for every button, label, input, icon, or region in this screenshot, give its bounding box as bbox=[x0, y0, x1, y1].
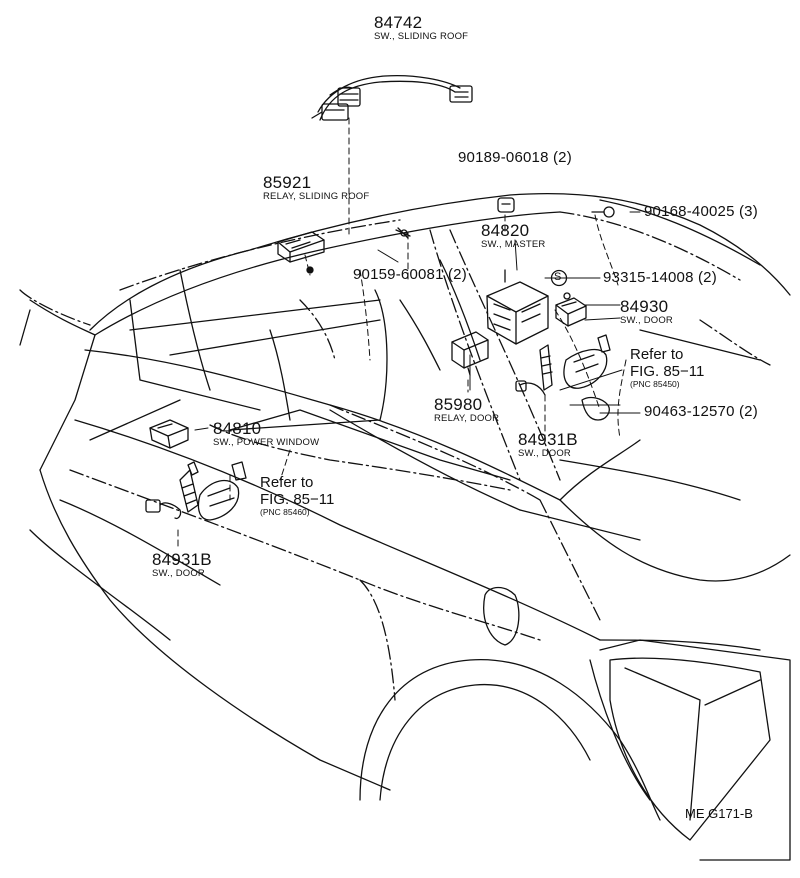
part-number: 84820 bbox=[481, 221, 530, 240]
reference-pnc: (PNC 85450) bbox=[630, 379, 680, 389]
part-number: 85921 bbox=[263, 173, 312, 192]
trim-dash-lines bbox=[19, 211, 771, 701]
part-description: SW., DOOR bbox=[518, 448, 571, 459]
figure-code: ME G171-B bbox=[685, 806, 753, 821]
callout-90189: 90189-06018 (2) bbox=[458, 150, 572, 165]
part-description: SW., DOOR bbox=[620, 315, 673, 326]
reference-line1: Refer to bbox=[260, 474, 314, 491]
reference-right: Refer to FIG. 85−11 (PNC 85450) bbox=[630, 346, 704, 389]
part-number: 84810 bbox=[213, 419, 262, 438]
door-relay bbox=[451, 331, 489, 376]
door-switch-left-assembly bbox=[145, 461, 247, 521]
s-mark: S bbox=[554, 272, 561, 283]
callout-90159: 90159-60081 (2) bbox=[353, 267, 467, 282]
car-body-lines bbox=[19, 192, 791, 861]
part-description: SW., MASTER bbox=[481, 239, 546, 250]
leader-lines bbox=[177, 117, 627, 549]
power-window-switch bbox=[149, 419, 189, 449]
part-number: 90463-12570 (2) bbox=[644, 403, 758, 420]
part-number: 90189-06018 (2) bbox=[458, 149, 572, 166]
callout-84810: 84810 SW., POWER WINDOW bbox=[213, 420, 319, 448]
callout-85980: 85980 RELAY, DOOR bbox=[434, 396, 499, 424]
part-number: 85980 bbox=[434, 395, 483, 414]
part-description: SW., DOOR bbox=[152, 568, 205, 579]
part-number: 84931B bbox=[152, 550, 212, 569]
callout-84820: 84820 SW., MASTER bbox=[481, 222, 545, 250]
reference-line2: FIG. 85−11 bbox=[260, 491, 335, 508]
reference-left: Refer to FIG. 85−11 (PNC 85460) bbox=[260, 474, 334, 517]
part-number: 93315-14008 (2) bbox=[603, 269, 717, 286]
reference-line2: FIG. 85−11 bbox=[630, 363, 705, 380]
part-number: 90168-40025 (3) bbox=[644, 203, 758, 220]
bolt-90168 bbox=[591, 206, 615, 218]
s-mark-circle bbox=[550, 269, 568, 287]
reference-line1: Refer to bbox=[630, 346, 684, 363]
callout-84930: 84930 SW., DOOR bbox=[620, 298, 673, 326]
part-description: RELAY, SLIDING ROOF bbox=[263, 191, 370, 202]
callout-leaders bbox=[194, 211, 641, 431]
part-number: 84930 bbox=[620, 297, 669, 316]
door-switch-84930 bbox=[555, 292, 587, 327]
callout-90463: 90463-12570 (2) bbox=[644, 404, 758, 419]
part-description: SW., SLIDING ROOF bbox=[374, 31, 469, 42]
part-number: 84742 bbox=[374, 13, 423, 32]
s-mark-label: S bbox=[554, 271, 562, 283]
part-description: SW., POWER WINDOW bbox=[213, 437, 320, 448]
reference-pnc: (PNC 85460) bbox=[260, 507, 310, 517]
part-description: RELAY, DOOR bbox=[434, 413, 500, 424]
callout-85921: 85921 RELAY, SLIDING ROOF bbox=[263, 174, 369, 202]
callout-93315: 93315-14008 (2) bbox=[603, 270, 717, 285]
clip-90189 bbox=[497, 197, 515, 213]
screw-90159 bbox=[395, 227, 411, 239]
master-switch bbox=[486, 269, 549, 345]
part-number: 84931B bbox=[518, 430, 578, 449]
sliding-roof-relay bbox=[277, 231, 325, 274]
callout-84742: 84742 SW., SLIDING ROOF bbox=[374, 14, 468, 42]
callout-84931b-right: 84931B SW., DOOR bbox=[518, 431, 578, 459]
part-number: 90159-60081 (2) bbox=[353, 266, 467, 283]
callout-90168: 90168-40025 (3) bbox=[644, 204, 758, 219]
door-switch-right-assembly bbox=[515, 334, 611, 421]
sliding-roof-switch-harness bbox=[311, 74, 473, 121]
callout-84931b-left: 84931B SW., DOOR bbox=[152, 551, 212, 579]
